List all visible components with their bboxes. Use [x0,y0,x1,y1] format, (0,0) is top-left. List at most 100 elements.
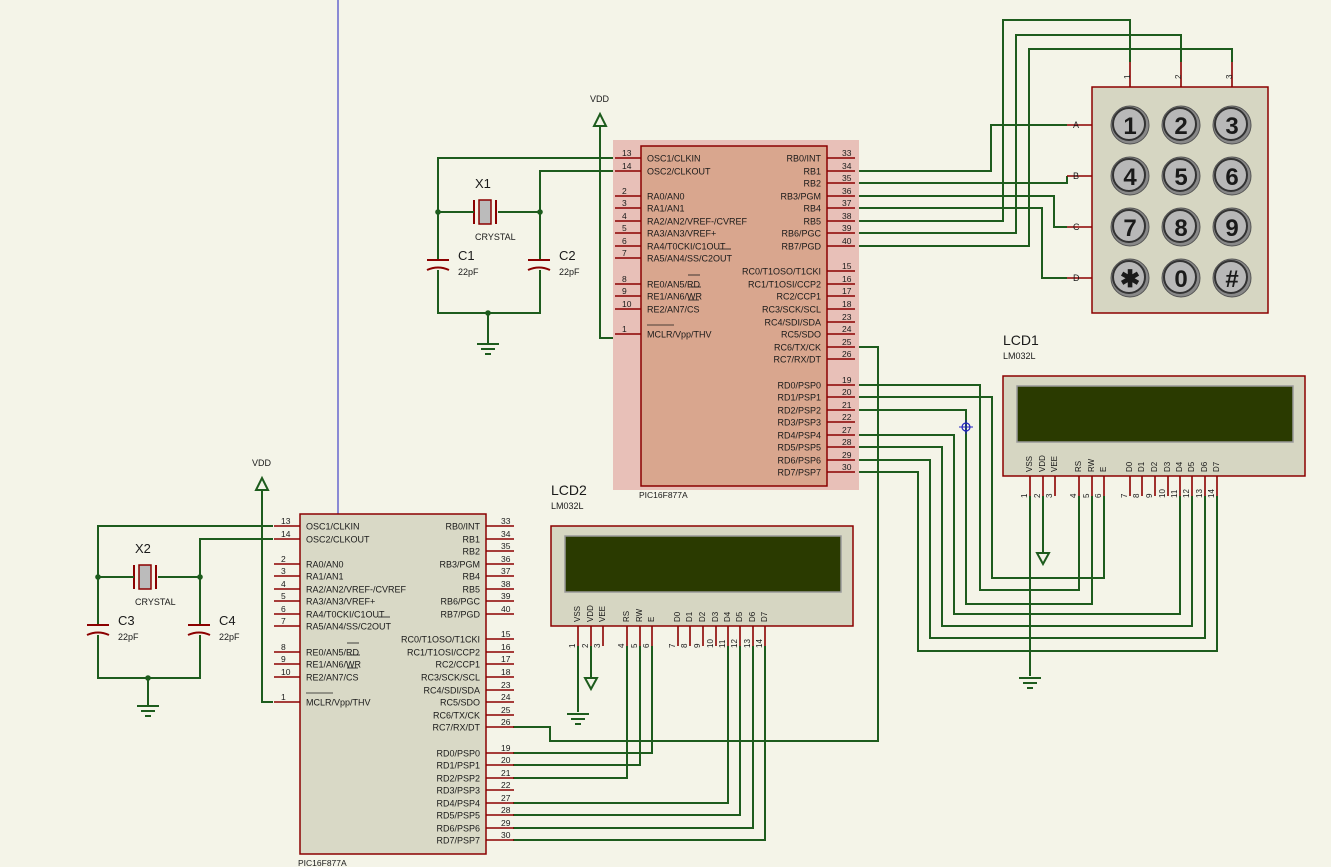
pin-name: RA0/AN0 [306,560,344,570]
pin-number: 6 [281,604,286,614]
keypad-key-2[interactable]: 2 [1161,105,1201,145]
keypad-key-9[interactable]: 9 [1212,207,1252,247]
pin-name: RA1/AN1 [306,572,344,582]
keypad-row-label: D [1073,273,1080,283]
pin-name: RD4/PSP4 [777,431,821,441]
mcu-u1[interactable]: 13OSC1/CLKIN14OSC2/CLKOUT2RA0/AN03RA1/AN… [613,140,859,500]
pin-number: 28 [501,805,511,815]
lcd2-ref: LCD2 [551,482,587,498]
vdd-arrow [1035,552,1051,567]
pin-number: 16 [842,274,852,284]
pin-name: MCLR/Vpp/THV [306,698,371,708]
pin-name: RB3/PGM [439,560,480,570]
keypad-key-7[interactable]: 7 [1110,207,1150,247]
pin-number: 34 [842,161,852,171]
lcd-pin-name: D7 [760,611,769,622]
pin-number: 19 [501,743,511,753]
capacitor-value: 22pF [118,632,139,642]
lcd1-model: LM032L [1003,351,1036,361]
pin-name: RC4/SDI/SDA [764,318,821,328]
pin-name: RB5 [803,217,821,227]
ground-symbol [1019,677,1041,689]
keypad-key-#[interactable]: # [1212,258,1252,298]
ground-symbol [137,705,159,717]
lcd-pin-number: 12 [730,639,739,648]
lcd-pin-name: RS [622,611,631,622]
wire [855,195,1067,228]
lcd-pin-name: D6 [1200,461,1209,472]
pin-name: RC7/RX/DT [773,355,821,365]
pin-number: 25 [842,337,852,347]
lcd-pin-name: D4 [723,611,732,622]
vdd-label: VDD [590,94,610,104]
keypad-row-label: B [1073,171,1079,181]
pin-number: 10 [281,667,291,677]
lcd-screen [564,535,842,593]
lcd-pin-number: 13 [743,639,752,648]
crosshair-cursor-icon [959,420,973,434]
pin-number: 37 [842,198,852,208]
keypad-key-1[interactable]: 1 [1110,105,1150,145]
pin-name: RB3/PGM [780,192,821,202]
capacitor-value: 22pF [458,267,479,277]
pin-name: RD2/PSP2 [777,406,821,416]
pin-number: 40 [842,236,852,246]
lcd-pin-name: D5 [735,611,744,622]
wire [855,176,1068,184]
pin-number: 28 [842,437,852,447]
pin-number: 17 [842,286,852,296]
keypad-key-4[interactable]: 4 [1110,156,1150,196]
ground-symbol [477,343,499,355]
lcd-screen [1016,385,1294,443]
lcd-lcd2[interactable]: VSS1VDD2VEE3RS4RW5E6D07D18D29D310D411D51… [550,525,854,648]
keypad-key-6[interactable]: 6 [1212,156,1252,196]
pin-name: RE1/AN6/WR [306,660,362,670]
pin-number: 5 [622,223,627,233]
keypad-key-label: 1 [1123,113,1136,140]
junction-dot [537,209,543,215]
pin-name: RE0/AN5/RD [647,280,701,290]
keypad-key-label: 7 [1123,215,1136,242]
keypad-key-0[interactable]: 0 [1161,258,1201,298]
keypad-key-✱[interactable]: ✱ [1110,258,1150,298]
lcd-pin-number: 3 [593,643,602,648]
lcd-pin-number: 8 [680,643,689,648]
keypad-key-5[interactable]: 5 [1161,156,1201,196]
pin-number: 29 [842,450,852,460]
wire [97,635,201,679]
pin-name: RD0/PSP0 [777,381,821,391]
keypad-column-label: 2 [1174,74,1183,79]
lcd-pin-number: 10 [706,639,715,648]
wire [855,434,1181,615]
keypad-key-label: 8 [1174,215,1187,242]
lcd-pin-name: VEE [598,606,607,622]
keypad-key-label: 5 [1174,164,1187,191]
pin-number: 24 [501,692,511,702]
capacitor-plate [527,266,551,271]
keypad-key-3[interactable]: 3 [1212,105,1252,145]
pin-number: 17 [501,654,511,664]
pin-name: RE1/AN6/WR [647,292,703,302]
mcu-u2[interactable]: 13OSC1/CLKIN14OSC2/CLKOUT2RA0/AN03RA1/AN… [274,513,514,867]
wire [513,646,754,829]
mcu-part-label: PIC16F877A [639,490,688,500]
pin-number: 9 [622,286,627,296]
mcu-part-label: PIC16F877A [298,858,347,867]
keypad-key-8[interactable]: 8 [1161,207,1201,247]
capacitor-value: 22pF [219,632,240,642]
capacitor-plate [187,631,211,636]
wire [855,471,1218,652]
pin-number: 18 [501,667,511,677]
lcd-pin-number: 11 [718,639,727,648]
lcd-pin-name: VEE [1050,456,1059,472]
pin-number: 8 [281,642,286,652]
pin-name: RB1 [462,535,480,545]
pin-name: RA5/AN4/SS/C2OUT [647,254,733,264]
lcd-lcd1[interactable]: VSS1VDD2VEE3RS4RW5E6D07D18D29D310D411D51… [1002,375,1306,498]
lcd-pin-name: D3 [711,611,720,622]
pin-name: RA2/AN2/VREF-/CVREF [647,217,748,227]
